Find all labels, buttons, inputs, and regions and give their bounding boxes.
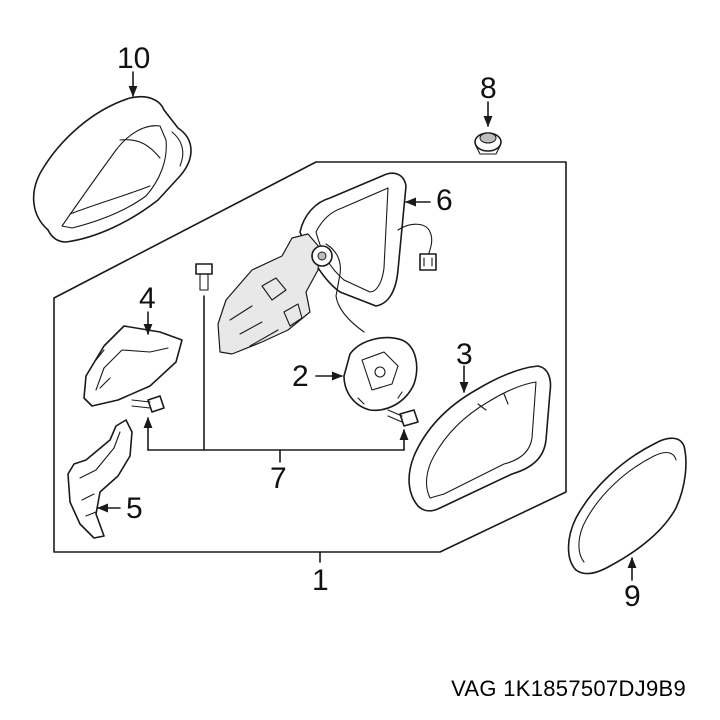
callout-6: 6 xyxy=(436,184,453,217)
adjuster-motor-part-2 xyxy=(343,336,418,411)
callout-4: 4 xyxy=(139,282,156,315)
callout-2: 2 xyxy=(292,360,309,393)
callout-10: 10 xyxy=(117,42,151,75)
callout-9: 9 xyxy=(624,580,641,613)
lower-trim-part-5 xyxy=(67,419,133,539)
assembly-boundary xyxy=(53,161,567,553)
mirror-glass-part-9 xyxy=(567,437,687,575)
glass-holder-part-3 xyxy=(408,365,552,512)
callout-8: 8 xyxy=(480,72,497,105)
cover-trim-part-4 xyxy=(83,325,183,407)
mirror-cover-part-10 xyxy=(32,95,192,243)
nut-part-8 xyxy=(474,132,502,155)
callout-5: 5 xyxy=(126,492,143,525)
screw-part-7-left xyxy=(131,395,165,413)
part-number-caption: VAG 1K1857507DJ9B9 xyxy=(451,676,686,701)
callout-3: 3 xyxy=(456,338,473,371)
callout-1: 1 xyxy=(312,564,329,597)
mirror-frame-part-6 xyxy=(299,172,437,307)
screw-part-7-top xyxy=(195,263,213,291)
callout-7: 7 xyxy=(270,462,287,495)
mirror-base-bracket xyxy=(217,233,365,355)
leader-line-7-bar xyxy=(147,449,405,463)
screw-part-7-right xyxy=(387,409,419,427)
